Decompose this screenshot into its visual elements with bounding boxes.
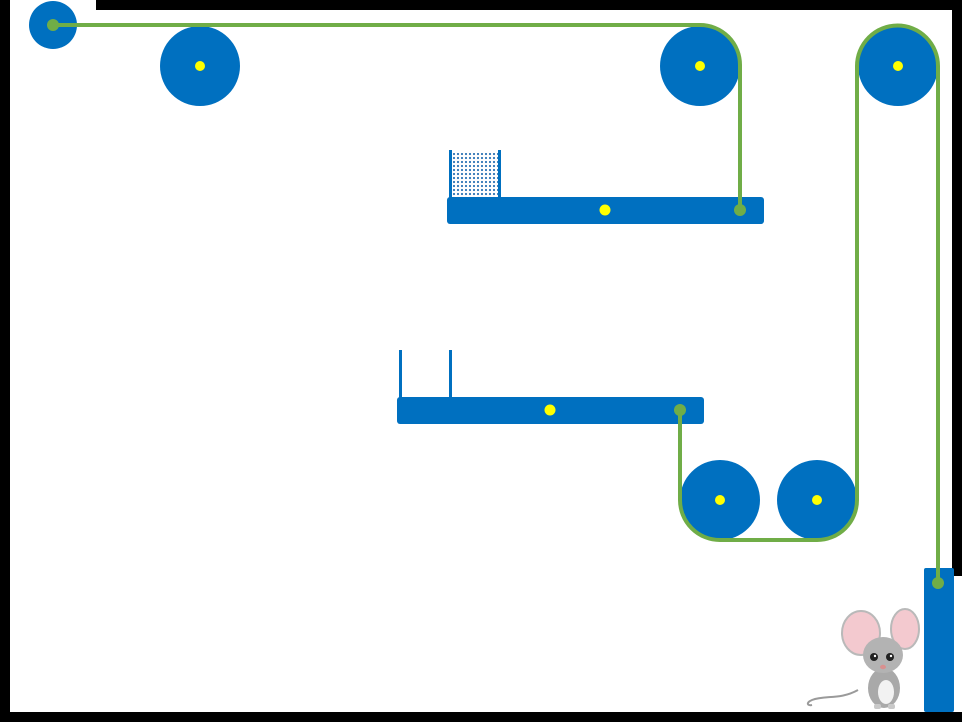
pulley-top-right[interactable]: [858, 26, 938, 106]
cup-wall-left: [399, 350, 402, 398]
pulley-top-left[interactable]: [160, 26, 240, 106]
mouse-character[interactable]: [806, 608, 920, 709]
pulley-bottom-right[interactable]: [777, 460, 857, 540]
weight-bar[interactable]: [924, 568, 954, 712]
pulley-bottom-left[interactable]: [680, 460, 760, 540]
mouse-eye-left: [870, 653, 878, 661]
mouse-head: [863, 637, 903, 673]
rope-attach: [674, 404, 686, 416]
mouse-ear-right: [890, 608, 920, 650]
axle-dot: [715, 495, 725, 505]
pivot-dot: [599, 204, 611, 216]
pivot-dot: [544, 404, 556, 416]
cup-wall-right: [449, 350, 452, 398]
rope-attach: [47, 19, 59, 31]
upper-beam[interactable]: [447, 150, 764, 224]
rope-attach: [734, 204, 746, 216]
axle-dot: [195, 61, 205, 71]
mouse-belly: [878, 680, 894, 704]
sand-fill: [452, 153, 498, 197]
pulley-top-middle[interactable]: [660, 26, 740, 106]
mouse-nose: [880, 664, 886, 670]
mouse-eye-right: [886, 653, 894, 661]
axle-dot: [812, 495, 822, 505]
cup-wall-left: [449, 150, 452, 198]
lower-beam[interactable]: [397, 350, 704, 424]
mouse-tail: [806, 689, 859, 707]
rope-lower: [678, 23, 940, 585]
cup-wall-right: [498, 150, 501, 198]
rope-attach: [932, 577, 944, 589]
axle-dot: [893, 61, 903, 71]
axle-dot: [695, 61, 705, 71]
rope-upper: [51, 23, 742, 212]
